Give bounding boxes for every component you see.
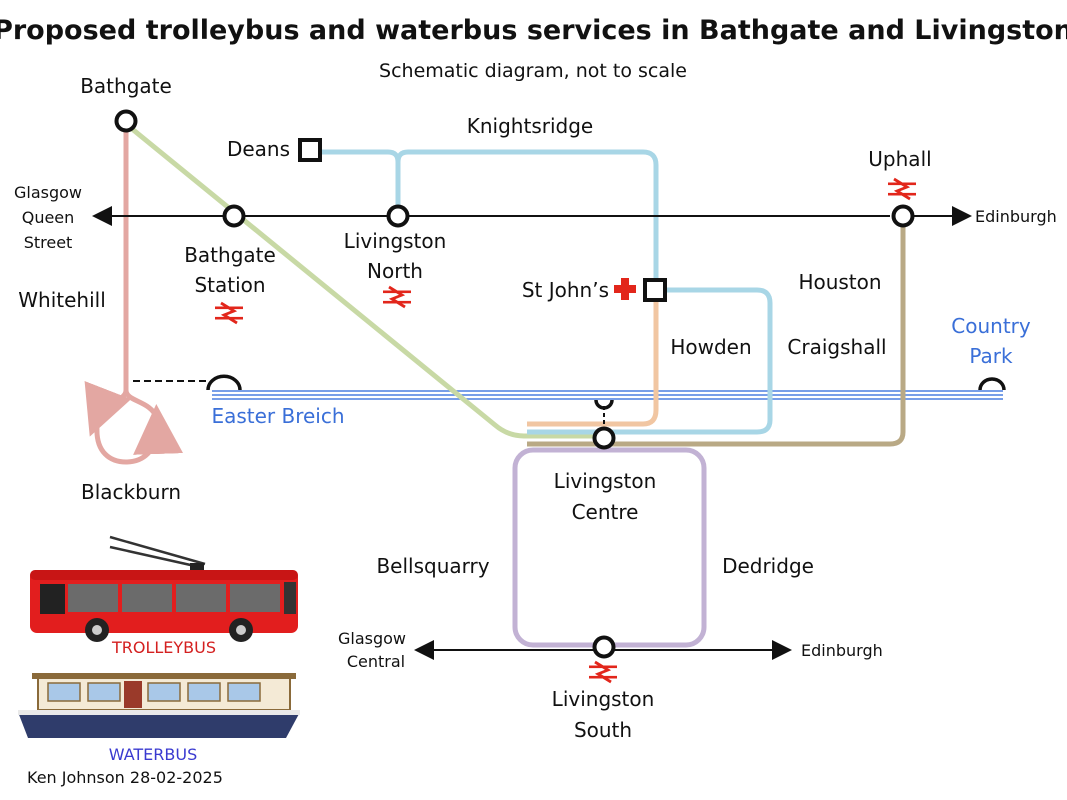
deans-stop[interactable] [298,138,322,162]
livingston-south-label-1: Livingston [552,687,655,711]
diagram-subtitle: Schematic diagram, not to scale [379,60,687,82]
national-rail-icon [886,177,918,201]
livingston-south-label-2: South [574,718,632,742]
bathgate-stop[interactable] [114,109,138,133]
dedridge-label: Dedridge [722,554,814,578]
diagram-title: Proposed trolleybus and waterbus service… [0,15,1067,46]
national-rail-icon [587,660,619,684]
waterbus-illustration [18,673,300,738]
country-park-label-1: Country [951,314,1031,338]
hospital-icon [614,278,636,300]
whitehill-label: Whitehill [18,288,106,312]
uphall-stop[interactable] [891,204,915,228]
khaki-route [527,217,906,447]
glasgow-queen-street-label-3: Street [24,233,73,252]
edinburgh-south-label: Edinburgh [801,641,883,660]
livingston-centre-label-1: Livingston [554,469,657,493]
national-rail-icon [381,285,413,309]
orange-route [527,290,659,427]
houston-label: Houston [798,270,881,294]
st-johns-label: St John’s [522,278,609,302]
glasgow-queen-street-label-1: Glasgow [14,183,82,202]
livingston-centre-stop[interactable] [592,426,616,450]
trolleybus-legend-label: TROLLEYBUS [111,638,216,657]
country-park-label-2: Park [969,344,1013,368]
national-rail-icon [213,301,245,325]
country-park-pier [978,377,1006,391]
bellsquarry-label: Bellsquarry [376,554,489,578]
glasgow-central-label-2: Central [347,652,405,671]
livingston-north-label-2: North [367,259,423,283]
green-route [124,122,603,439]
livingston-centre-label-2: Centre [572,500,639,524]
pink-route [84,124,184,465]
canal-waterbus-line [212,390,1003,400]
bathgate-label: Bathgate [80,74,172,98]
trolleybus-illustration [30,535,298,642]
edinburgh-label: Edinburgh [975,207,1057,226]
bathgate-station-label-2: Station [194,273,265,297]
craigshall-label: Craigshall [787,335,886,359]
howden-label: Howden [670,335,751,359]
bathgate-station-label-1: Bathgate [184,243,276,267]
lightblue-route [311,149,773,435]
glasgow-queen-street-label-2: Queen [22,208,75,227]
livingston-south-stop[interactable] [592,635,616,659]
easter-breich-label: Easter Breich [211,404,344,428]
easter-breich-pier [206,374,242,391]
knightsridge-label: Knightsridge [467,114,593,138]
waterbus-legend-label: WATERBUS [109,745,198,764]
livingston-north-label-1: Livingston [344,229,447,253]
credit-text: Ken Johnson 28-02-2025 [27,768,223,787]
deans-label: Deans [227,137,290,161]
centre-pier [594,399,614,410]
blackburn-label: Blackburn [81,480,181,504]
uphall-label: Uphall [868,147,931,171]
st-johns-stop[interactable] [643,278,667,302]
bathgate-station-stop[interactable] [222,204,246,228]
glasgow-central-label-1: Glasgow [338,629,406,648]
livingston-north-stop[interactable] [386,204,410,228]
